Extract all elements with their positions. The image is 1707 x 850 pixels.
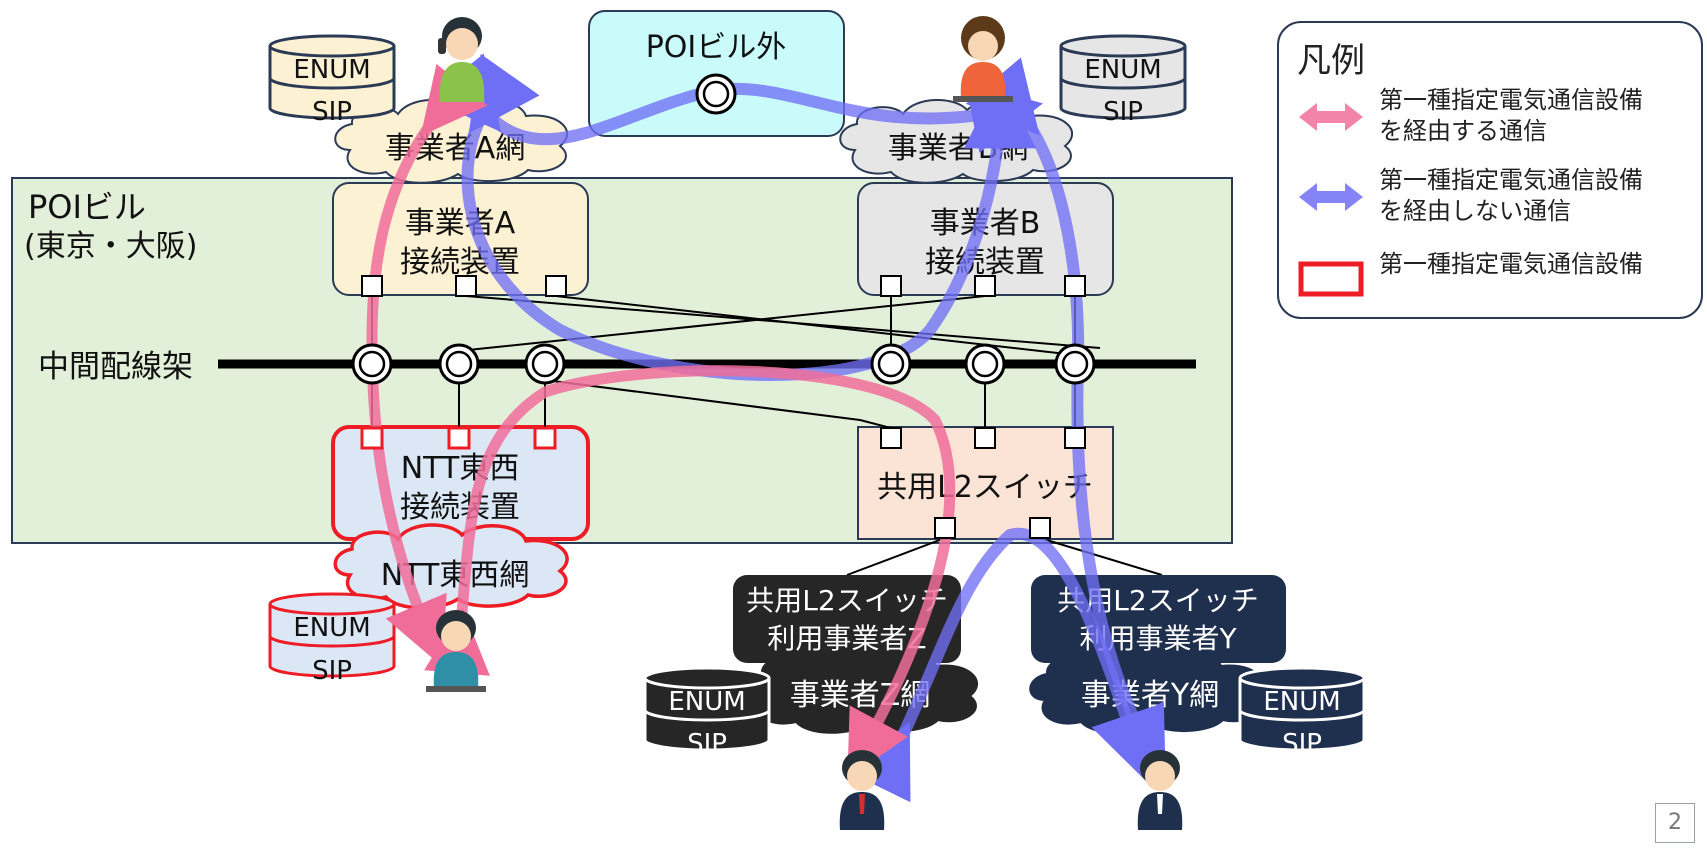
svg-text:SIP: SIP (687, 729, 727, 759)
person-phone-icon-carrier-a (438, 17, 485, 102)
port-square-icon (1064, 275, 1086, 297)
blue-arrow-z-y (845, 527, 1160, 803)
pink-arrow-a-ntt (366, 63, 488, 667)
poi-building-sublabel: (東京・大阪) (24, 229, 197, 264)
database-icon-carrier-b: ENUM SIP (1059, 34, 1187, 127)
legend-item-blue-text: 第一種指定電気通信設備 を経由しない通信 (1379, 166, 1643, 225)
svg-text:ENUM: ENUM (293, 613, 370, 643)
poi-outside-connector (695, 73, 737, 115)
blue-double-arrow-icon (1299, 183, 1363, 211)
svg-text:ENUM: ENUM (668, 687, 745, 717)
port-square-icon (1029, 517, 1051, 539)
shared-l2-user-z-label: 共用L2スイッチ (746, 584, 947, 617)
legend-item-pink: 第一種指定電気通信設備 を経由する通信 (1279, 85, 1701, 155)
port-square-icon (974, 275, 996, 297)
shared-l2-switch-label: 共用L2スイッチ (877, 470, 1093, 505)
poi-outside-label: POIビル外 (646, 30, 787, 65)
port-square-icon (1064, 427, 1086, 449)
port-square-icon (455, 275, 477, 297)
port-square-icon (934, 517, 956, 539)
person-phone-icon-carrier-y (1137, 750, 1183, 830)
legend-item-blue: 第一種指定電気通信設備 を経由しない通信 (1279, 165, 1701, 235)
mdf-connectors (351, 343, 1096, 385)
port-square-icon (361, 275, 383, 297)
svg-text:ENUM: ENUM (293, 55, 370, 85)
database-icon-ntt: ENUM SIP (268, 592, 396, 686)
port-square-icon (360, 426, 384, 450)
device-ports (361, 275, 1086, 539)
pink-arrows (366, 63, 956, 780)
ntt-device-label: NTT東西 (401, 451, 520, 486)
connector-ring-icon (524, 343, 566, 385)
connector-ring-icon (870, 343, 912, 385)
svg-text:SIP: SIP (1282, 729, 1322, 759)
carrier-b-device-sublabel: 接続装置 (925, 245, 1045, 280)
port-square-icon (880, 427, 902, 449)
database-icon-carrier-y: ENUM SIP (1238, 666, 1366, 759)
person-phone-icon-carrier-z (839, 750, 885, 830)
carrier-b-net-label: 事業者B網 (888, 131, 1029, 166)
svg-text:SIP: SIP (1103, 97, 1143, 127)
poi-building-label: POIビル (28, 188, 146, 226)
svg-text:SIP: SIP (312, 97, 352, 127)
port-square-icon (533, 426, 557, 450)
person-phone-icon-carrier-b (953, 16, 1013, 102)
legend-item-pink-text: 第一種指定電気通信設備 を経由する通信 (1379, 86, 1643, 145)
port-square-icon (880, 275, 902, 297)
pink-double-arrow-icon (1299, 103, 1363, 131)
connector-ring-icon (438, 343, 480, 385)
red-box-icon (1298, 261, 1364, 297)
legend-item-red-box-text: 第一種指定電気通信設備 (1379, 250, 1643, 278)
legend: 凡例 第一種指定電気通信設備 を経由する通信 第一種指定電気通信設備 を経由しな… (1277, 21, 1703, 319)
svg-text:ENUM: ENUM (1084, 55, 1161, 85)
svg-text:ENUM: ENUM (1263, 687, 1340, 717)
ntt-ports (360, 426, 557, 450)
svg-text:SIP: SIP (312, 656, 352, 686)
connector-ring-icon (351, 343, 393, 385)
ntt-device-sublabel: 接続装置 (400, 490, 520, 525)
page-number: 2 (1655, 803, 1695, 843)
pink-arrow-ntt-z (424, 365, 956, 780)
port-square-icon (545, 275, 567, 297)
database-icon-carrier-a: ENUM SIP (268, 34, 396, 127)
connector-ring-icon (964, 343, 1006, 385)
connector-ring-icon (1054, 343, 1096, 385)
mdf-label: 中間配線架 (38, 349, 193, 385)
legend-title: 凡例 (1297, 41, 1365, 81)
person-phone-icon-ntt (426, 610, 486, 692)
legend-item-red-box: 第一種指定電気通信設備 (1279, 247, 1701, 317)
carrier-a-device-label: 事業者A (405, 206, 516, 241)
carrier-y-net-label: 事業者Y網 (1081, 678, 1219, 713)
shared-l2-user-z-sublabel: 利用事業者Z (767, 622, 926, 655)
port-square-icon (447, 426, 471, 450)
database-icon-carrier-z: ENUM SIP (643, 666, 771, 759)
port-square-icon (974, 427, 996, 449)
